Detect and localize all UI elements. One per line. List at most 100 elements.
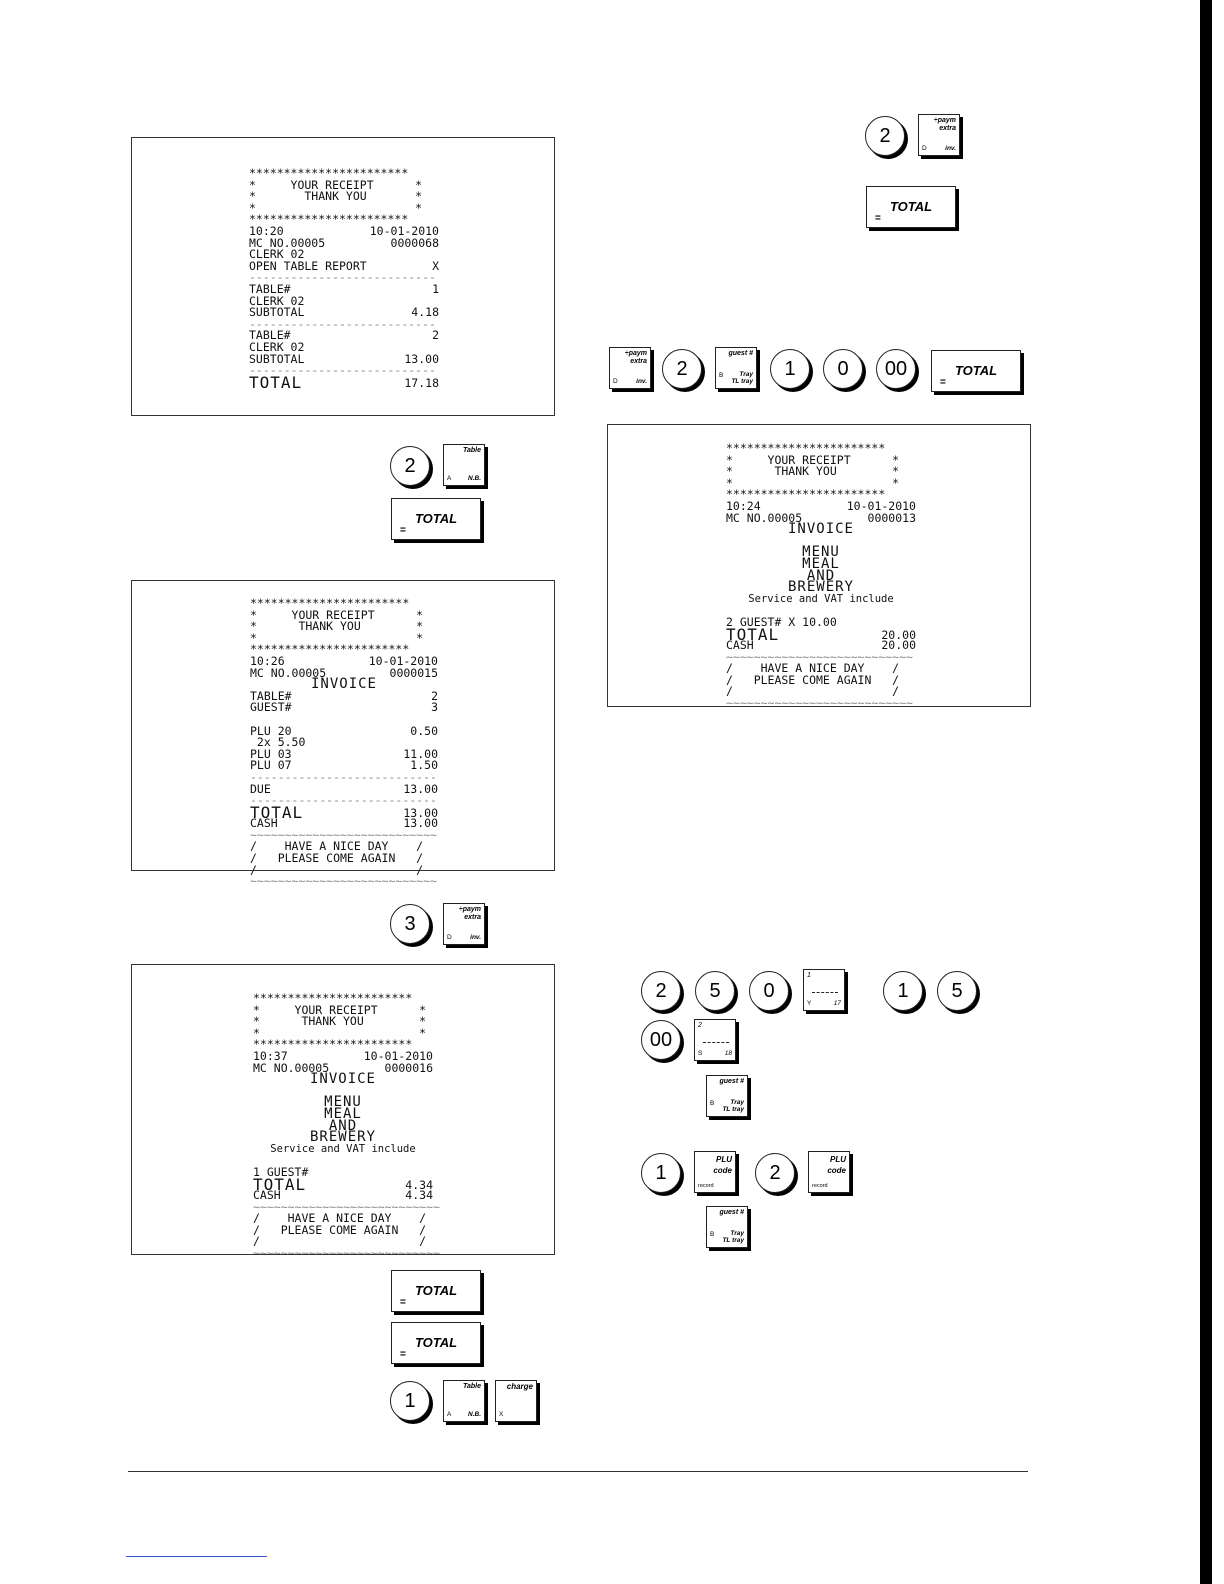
key-paym-extra[interactable]: ÷paym extra D inv. xyxy=(609,347,651,389)
key-label: N.B. xyxy=(468,475,481,482)
item-label: PLU 03 xyxy=(250,746,292,761)
key-paym-extra[interactable]: ÷paym extra D inv. xyxy=(918,114,960,156)
key-00[interactable]: 00 xyxy=(876,349,916,389)
receipt-stars: *********************** xyxy=(253,1037,413,1052)
key-charge[interactable]: charge X xyxy=(495,1380,537,1422)
subtotal-label: SUBTOTAL xyxy=(249,351,305,366)
key-total[interactable]: TOTAL = xyxy=(866,186,956,228)
key-label: inv. xyxy=(636,378,647,385)
key-table[interactable]: Table A N.B. xyxy=(443,1380,485,1422)
key-2[interactable]: 2 xyxy=(641,971,681,1011)
key-table[interactable]: Table A N.B. xyxy=(443,444,485,486)
key-3[interactable]: 3 xyxy=(390,904,430,944)
item-value: 1.50 xyxy=(410,758,438,773)
key-2[interactable]: 2 xyxy=(390,446,430,486)
receipt-footer-line: / HAVE A NICE DAY / xyxy=(726,661,900,676)
key-00[interactable]: 00 xyxy=(641,1020,681,1060)
key-label: Tray TL tray xyxy=(722,1099,744,1113)
key-dept-1[interactable]: 1 Y 17 xyxy=(803,969,845,1011)
footer-rule xyxy=(128,1471,1028,1472)
receipt-stars: *********************** xyxy=(250,596,410,610)
key-label: ÷paym extra xyxy=(458,906,481,921)
receipt-time: 10:26 xyxy=(250,653,285,668)
key-label: A xyxy=(447,475,452,482)
key-guest-tray[interactable]: guest # B Tray TL tray xyxy=(706,1075,748,1117)
receipt-header-line: * * xyxy=(253,1025,427,1040)
receipt-tilde-divider: ~~~~~~~~~~~~~~~~~~~~~~~~~~~ xyxy=(250,874,437,889)
key-0[interactable]: 0 xyxy=(823,349,863,389)
key-dept-2[interactable]: 2 S 18 xyxy=(694,1019,736,1061)
key-label: record xyxy=(812,1183,828,1189)
key-5[interactable]: 5 xyxy=(937,971,977,1011)
table-label: TABLE# xyxy=(249,328,291,343)
receipt-date: 10-01-2010 xyxy=(846,498,916,513)
key-label: 2 xyxy=(698,1022,702,1029)
receipt-tilde-divider: ~~~~~~~~~~~~~~~~~~~~~~~~~~~ xyxy=(250,827,437,842)
receipt-content: *********************** * YOUR RECEIPT *… xyxy=(253,992,440,1260)
receipt-invoice-title: INVOICE xyxy=(787,521,854,538)
key-label: guest # xyxy=(719,1078,744,1085)
key-5[interactable]: 5 xyxy=(695,971,735,1011)
key-total[interactable]: TOTAL = xyxy=(931,350,1021,392)
receipt-tilde-divider: ~~~~~~~~~~~~~~~~~~~~~~~~~~~ xyxy=(253,1199,440,1214)
subtotal-value: 13.00 xyxy=(404,351,439,366)
receipt-header-line: * THANK YOU * xyxy=(726,464,900,479)
key-total[interactable]: TOTAL = xyxy=(391,1322,481,1364)
receipt-header-line: * * xyxy=(250,630,424,645)
receipt-footer-line: / / xyxy=(250,862,424,877)
receipt-content: *********************** * YOUR RECEIPT *… xyxy=(726,441,916,710)
receipt-invoice-1-guest: *********************** * YOUR RECEIPT *… xyxy=(131,964,555,1259)
key-1[interactable]: 1 xyxy=(641,1153,681,1193)
guest-label: GUEST# xyxy=(250,700,292,715)
key-1[interactable]: 1 xyxy=(883,971,923,1011)
report-label: OPEN TABLE REPORT xyxy=(249,258,367,273)
receipt-mc: MC NO.00005 xyxy=(726,510,803,525)
receipt-company-line: MENU xyxy=(324,1094,362,1111)
subtotal-label: SUBTOTAL xyxy=(249,305,305,320)
key-2[interactable]: 2 xyxy=(662,349,702,389)
key-guest-tray[interactable]: guest # B Tray TL tray xyxy=(706,1206,748,1248)
key-1[interactable]: 1 xyxy=(390,1381,430,1421)
key-2[interactable]: 2 xyxy=(865,116,905,156)
key-total[interactable]: TOTAL = xyxy=(391,1270,481,1312)
key-label: charge xyxy=(506,1382,533,1391)
receipt-guest-row: 1 GUEST# xyxy=(253,1164,309,1179)
receipt-company-line: MEAL xyxy=(324,1105,362,1122)
receipt-footer-line: / HAVE A NICE DAY / xyxy=(253,1211,427,1226)
table-value: 2 xyxy=(431,688,438,703)
key-2[interactable]: 2 xyxy=(755,1153,795,1193)
key-label: inv. xyxy=(945,145,956,152)
key-label: Y xyxy=(807,1000,812,1007)
page-edge-bar xyxy=(1200,0,1212,1584)
cash-value: 13.00 xyxy=(403,816,438,831)
receipt-stars: *********************** xyxy=(250,642,410,657)
key-label: = xyxy=(875,213,881,224)
key-label: TOTAL xyxy=(954,363,998,378)
key-1[interactable]: 1 xyxy=(770,349,810,389)
key-paym-extra[interactable]: ÷paym extra D inv. xyxy=(443,903,485,945)
key-plu-code[interactable]: PLU code record xyxy=(694,1151,736,1193)
receipt-clerk: CLERK 02 xyxy=(249,247,305,262)
key-total[interactable]: TOTAL = xyxy=(391,498,481,540)
cash-value: 4.34 xyxy=(405,1188,433,1203)
key-0[interactable]: 0 xyxy=(749,971,789,1011)
receipt-footer-line: / PLEASE COME AGAIN / xyxy=(726,672,900,687)
key-guest-tray[interactable]: guest # B Tray TL tray xyxy=(715,347,757,389)
key-dashed-line xyxy=(812,992,838,993)
receipt-guest-row: GUEST#3 xyxy=(250,702,438,714)
receipt-stars: *********************** xyxy=(726,441,886,455)
receipt-header-line: * YOUR RECEIPT * xyxy=(253,1002,427,1017)
receipt-footer-line: / HAVE A NICE DAY / xyxy=(250,839,424,854)
key-label: 1 xyxy=(807,972,811,979)
key-plu-code[interactable]: PLU code record xyxy=(808,1151,850,1193)
